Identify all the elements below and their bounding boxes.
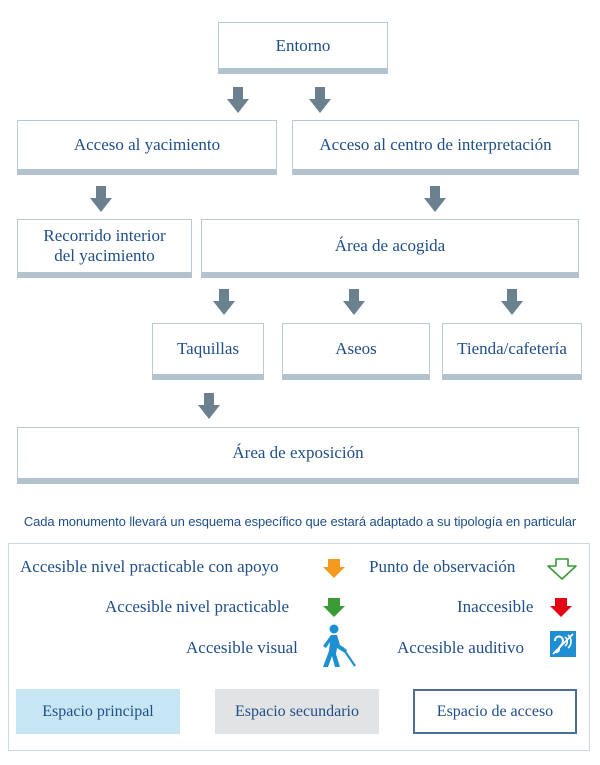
- flow-arrow-down-icon: [213, 289, 235, 315]
- flow-arrow-down-icon: [343, 289, 365, 315]
- node-recorrido-interior: Recorrido interior del yacimiento: [17, 219, 192, 278]
- flow-arrow-down-icon: [424, 186, 446, 212]
- node-area-acogida-label: Área de acogida: [334, 236, 446, 255]
- node-acceso-centro-label: Acceso al centro de interpretación: [319, 135, 552, 154]
- node-tienda: Tienda/cafetería: [442, 323, 582, 380]
- node-tienda-label: Tienda/cafetería: [457, 339, 567, 358]
- legend-espacio-principal-label: Espacio principal: [42, 702, 154, 720]
- node-recorrido-line2: del yacimiento: [54, 246, 155, 265]
- node-aseos-label: Aseos: [335, 339, 377, 358]
- red-arrow-icon: [550, 598, 572, 617]
- node-area-acogida: Área de acogida: [201, 219, 579, 278]
- node-acceso-centro: Acceso al centro de interpretación: [292, 120, 579, 175]
- node-aseos: Aseos: [282, 323, 430, 380]
- node-entorno: Entorno: [218, 22, 388, 74]
- flow-arrow-down-icon: [198, 393, 220, 419]
- node-area-exposicion: Área de exposición: [17, 427, 579, 484]
- legend-panel: [8, 543, 590, 751]
- legend-observacion-label: Punto de observación: [369, 557, 516, 576]
- flow-arrow-down-icon: [227, 87, 249, 113]
- node-area-exposicion-label: Área de exposición: [232, 443, 364, 462]
- hearing-icon: [550, 631, 576, 657]
- legend-espacio-principal: Espacio principal: [16, 689, 180, 734]
- diagram-note: Cada monumento llevará un esquema especí…: [23, 514, 577, 529]
- flow-arrow-down-icon: [309, 87, 331, 113]
- legend-practicable-apoyo-label: Accesible nivel practicable con apoyo: [20, 557, 279, 576]
- legend-visual-label: Accesible visual: [186, 638, 298, 657]
- green-arrow-icon: [323, 598, 345, 617]
- node-taquillas: Taquillas: [152, 323, 264, 380]
- legend-inaccesible-label: Inaccesible: [457, 597, 534, 616]
- legend-practicable-label: Accesible nivel practicable: [105, 597, 290, 616]
- flow-arrow-down-icon: [90, 186, 112, 212]
- node-acceso-yacimiento: Acceso al yacimiento: [17, 120, 277, 175]
- node-entorno-label: Entorno: [275, 35, 331, 55]
- node-recorrido-line1: Recorrido interior: [43, 226, 166, 245]
- legend-espacio-secundario: Espacio secundario: [215, 689, 379, 734]
- legend-espacio-acceso-label: Espacio de acceso: [436, 702, 554, 720]
- orange-arrow-icon: [323, 559, 345, 578]
- legend-espacio-acceso: Espacio de acceso: [413, 689, 577, 734]
- flow-arrow-down-icon: [501, 289, 523, 315]
- outline-arrow-icon: [547, 558, 577, 580]
- blind-person-icon: [323, 624, 356, 667]
- node-taquillas-label: Taquillas: [176, 339, 240, 358]
- node-acceso-yacimiento-label: Acceso al yacimiento: [73, 135, 221, 154]
- legend-auditivo-label: Accesible auditivo: [397, 638, 524, 657]
- node-recorrido-label: Recorrido interior del yacimiento: [43, 226, 165, 266]
- legend-espacio-secundario-label: Espacio secundario: [235, 702, 359, 720]
